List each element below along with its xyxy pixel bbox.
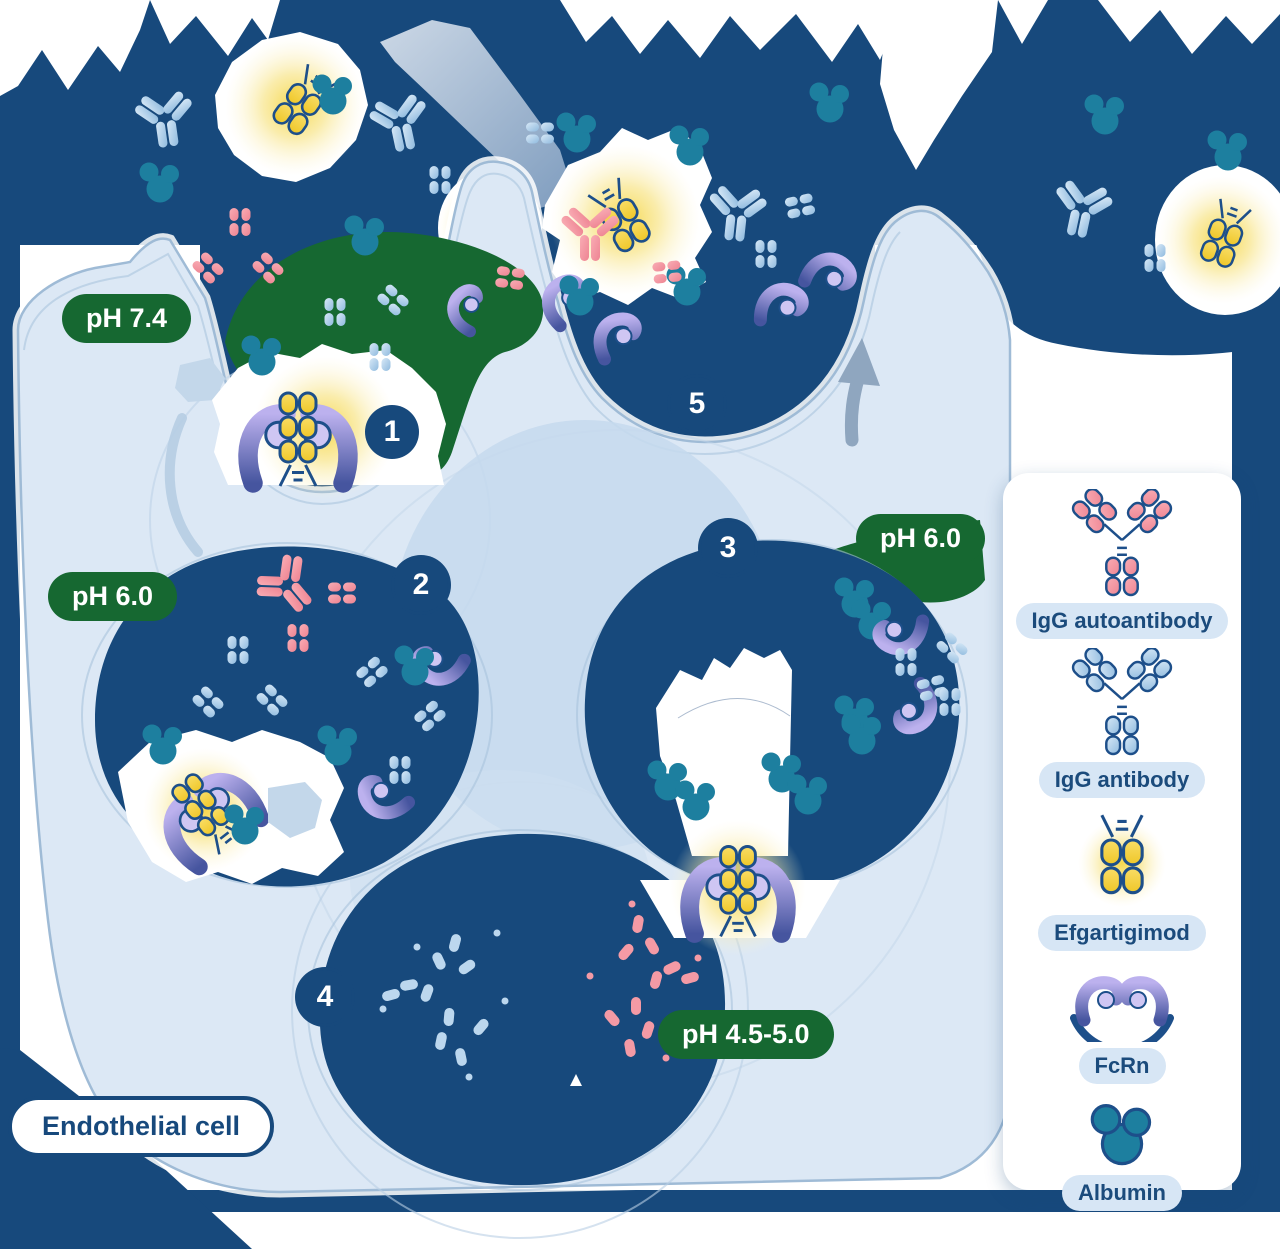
bottom-border-band [88, 1190, 1246, 1212]
recycle-arrow-head [838, 338, 880, 386]
vesicle-4 [319, 833, 726, 1186]
igg-antibody-icon [1070, 648, 1174, 756]
ph-label-4: pH 4.5-5.0 [658, 1010, 834, 1059]
step3-sorting-endosome [640, 577, 970, 956]
legend-label: IgG antibody [1038, 762, 1206, 798]
legend-item-albumin: Albumin [1062, 1093, 1182, 1211]
intercellular-channel [380, 20, 575, 208]
step4-lysosome-degradation [379, 900, 702, 1086]
step-marker-3: 3 [701, 521, 755, 575]
step-marker-2: 2 [394, 558, 448, 612]
legend-label: Albumin [1062, 1175, 1182, 1211]
degraded-autoantibody-fragments [586, 900, 702, 1062]
ph-label-3: pH 6.0 [856, 514, 986, 563]
step2-endosome [118, 545, 466, 884]
legend-label: IgG autoantibody [1015, 603, 1229, 639]
legend-label: FcRn [1078, 1048, 1166, 1084]
legend-item-efgartigimod: Efgartigimod [1038, 807, 1206, 951]
trafficking-arrow [164, 413, 203, 557]
step-marker-5: 5 [670, 377, 724, 431]
ph-label-1: pH 7.4 [62, 294, 192, 343]
legend-panel: IgG autoantibody IgG antibody Efgartigim… [1003, 473, 1241, 1211]
endothelial-cell-label: Endothelial cell [8, 1096, 275, 1157]
ph-label-2: pH 6.0 [48, 572, 178, 621]
degraded-igg-fragments [379, 929, 509, 1081]
step-marker-1: 1 [365, 405, 419, 459]
efgartigimod-icon [1077, 813, 1166, 907]
legend-item-igg-autoantibody: IgG autoantibody [1015, 489, 1229, 639]
legend-item-igg-antibody: IgG antibody [1038, 648, 1206, 798]
fcrn-icon [1070, 960, 1174, 1042]
albumin-icon [1090, 1104, 1152, 1166]
step-marker-4: 4 [298, 970, 352, 1024]
igg-autoantibody-icon [1070, 489, 1174, 597]
legend-item-fcrn: FcRn [1060, 960, 1184, 1084]
legend-label: Efgartigimod [1038, 915, 1206, 951]
intercellular-gaps [0, 0, 1280, 170]
